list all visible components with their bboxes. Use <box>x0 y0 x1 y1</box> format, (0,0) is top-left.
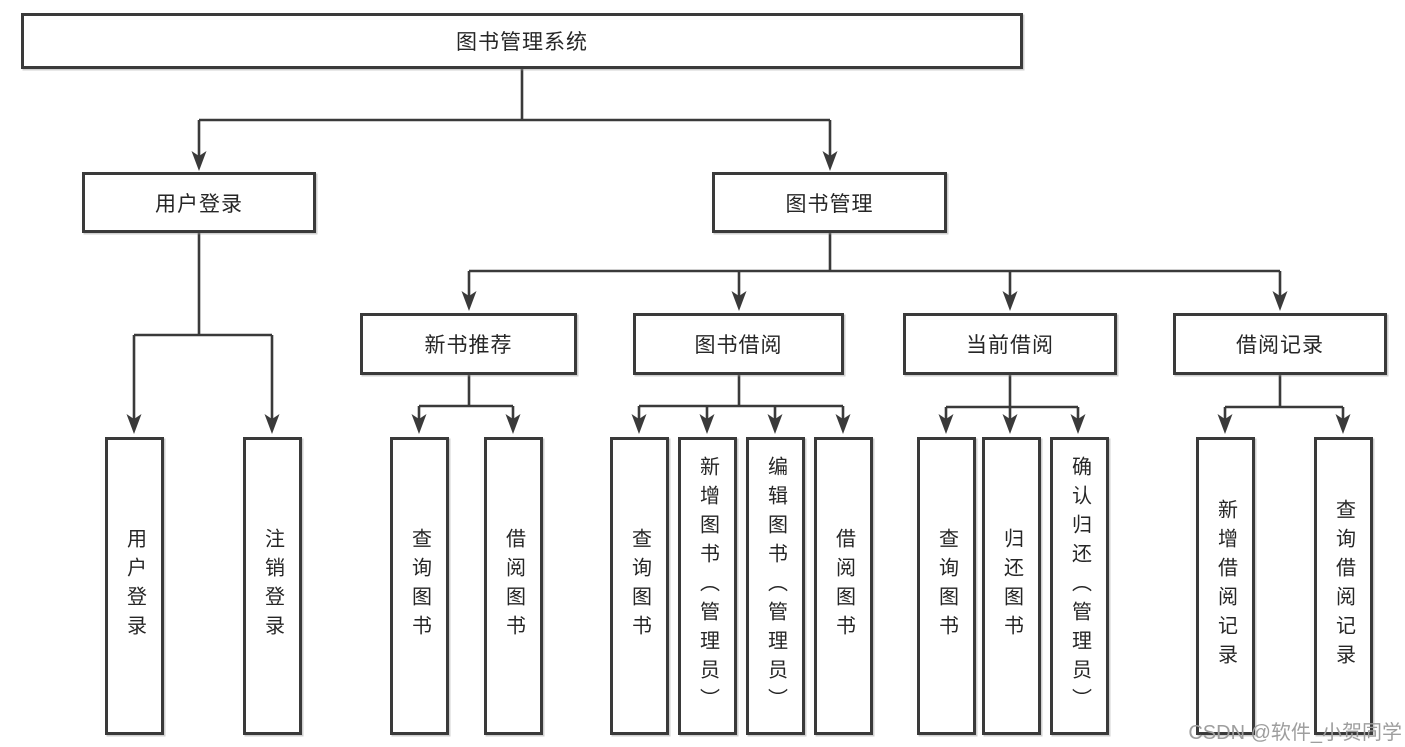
node-current-borrow-label: 当前借阅 <box>966 334 1054 357</box>
arrowhead <box>1217 414 1233 434</box>
node-borrow-records-label: 借阅记录 <box>1236 334 1324 357</box>
arrowhead <box>822 151 838 171</box>
leaf-records-query-record-label: 查询借阅记录 <box>1332 499 1355 673</box>
arrowhead <box>1002 291 1018 311</box>
connector-login-to-leaves <box>132 233 274 420</box>
arrowhead <box>411 414 427 434</box>
leaf-logout: 注销登录 <box>243 437 302 735</box>
leaf-records-add-record-label: 新增借阅记录 <box>1214 499 1237 673</box>
arrowhead <box>191 151 207 171</box>
arrowhead <box>1070 414 1086 434</box>
leaf-newbook-query-book-label: 查询图书 <box>408 528 431 644</box>
connector-root-to-level1 <box>197 69 832 157</box>
connector-newbook-to-leaves <box>417 375 515 420</box>
leaf-current-confirm-return-admin: 确认归还（管理员） <box>1050 437 1109 735</box>
leaf-current-query-book: 查询图书 <box>917 437 976 735</box>
connector-manage-to-level2 <box>467 233 1282 297</box>
node-new-book-recommend: 新书推荐 <box>360 313 577 375</box>
arrowhead <box>264 414 280 434</box>
leaf-borrow-add-book-admin-label: 新增图书（管理员） <box>696 455 719 717</box>
node-user-login-label: 用户登录 <box>155 192 243 216</box>
arrowhead <box>1335 414 1351 434</box>
leaf-newbook-query-book: 查询图书 <box>390 437 449 735</box>
node-root-label: 图书管理系统 <box>456 31 588 54</box>
arrowhead <box>938 414 954 434</box>
arrowhead <box>126 414 142 434</box>
leaf-borrow-edit-book-admin-label: 编辑图书（管理员） <box>764 455 787 717</box>
connector-current-to-leaves <box>944 375 1080 420</box>
node-book-borrow: 图书借阅 <box>633 313 844 375</box>
arrowhead <box>835 414 851 434</box>
leaf-records-add-record: 新增借阅记录 <box>1196 437 1255 735</box>
leaf-borrow-query-book: 查询图书 <box>610 437 669 735</box>
node-root: 图书管理系统 <box>21 13 1023 69</box>
arrowhead <box>699 414 715 434</box>
leaf-records-query-record: 查询借阅记录 <box>1314 437 1373 735</box>
leaf-current-return-book-label: 归还图书 <box>1000 528 1023 644</box>
arrowhead <box>1002 414 1018 434</box>
arrowhead <box>1272 291 1288 311</box>
watermark-text: CSDN @软件_小贺同学 <box>1188 722 1402 744</box>
leaf-newbook-borrow-book: 借阅图书 <box>484 437 543 735</box>
leaf-newbook-borrow-book-label: 借阅图书 <box>502 528 525 644</box>
leaf-current-query-book-label: 查询图书 <box>935 528 958 644</box>
leaf-borrow-add-book-admin: 新增图书（管理员） <box>678 437 737 735</box>
arrowhead <box>767 414 783 434</box>
connector-records-to-leaves <box>1223 375 1345 420</box>
leaf-logout-label: 注销登录 <box>261 528 284 644</box>
node-book-manage: 图书管理 <box>712 172 947 233</box>
leaf-borrow-borrow-book: 借阅图书 <box>814 437 873 735</box>
arrowhead <box>505 414 521 434</box>
node-borrow-records: 借阅记录 <box>1173 313 1387 375</box>
node-current-borrow: 当前借阅 <box>903 313 1117 375</box>
arrowhead <box>631 414 647 434</box>
leaf-current-confirm-return-admin-label: 确认归还（管理员） <box>1068 455 1091 717</box>
arrowhead <box>731 291 747 311</box>
node-book-manage-label: 图书管理 <box>785 192 874 216</box>
leaf-user-login: 用户登录 <box>105 437 164 735</box>
node-book-borrow-label: 图书借阅 <box>694 334 783 357</box>
connector-borrow-to-leaves <box>637 375 845 420</box>
leaf-borrow-edit-book-admin: 编辑图书（管理员） <box>746 437 805 735</box>
leaf-borrow-query-book-label: 查询图书 <box>628 528 651 644</box>
node-user-login: 用户登录 <box>82 172 316 233</box>
node-new-book-recommend-label: 新书推荐 <box>424 334 513 357</box>
leaf-user-login-label: 用户登录 <box>123 528 146 644</box>
leaf-borrow-borrow-book-label: 借阅图书 <box>832 528 855 644</box>
arrowhead <box>461 291 477 311</box>
leaf-current-return-book: 归还图书 <box>982 437 1041 735</box>
